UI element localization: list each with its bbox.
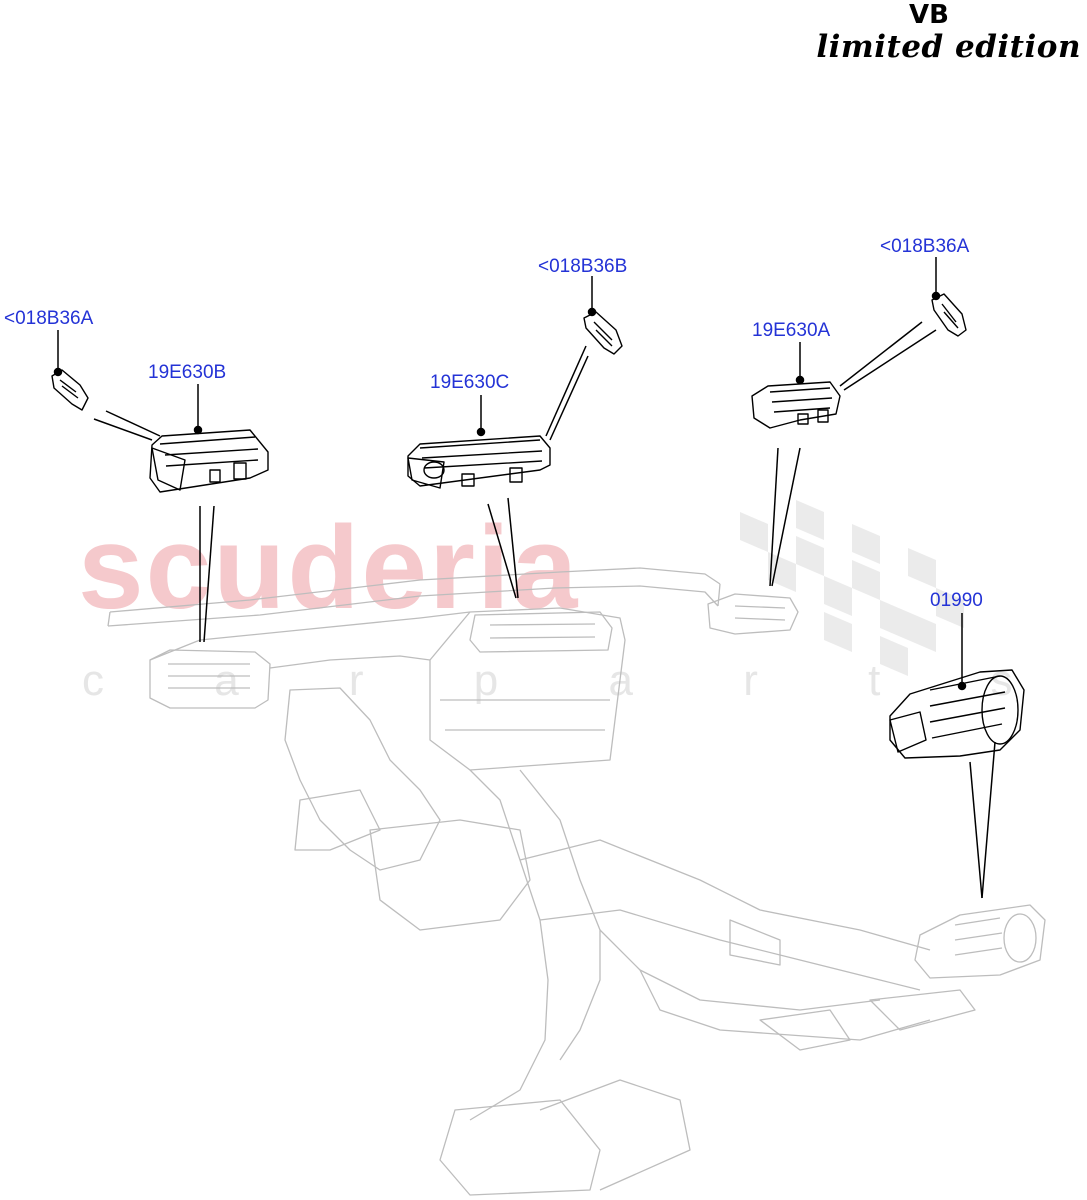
callout-clip-right[interactable]: <018B36A: [880, 236, 970, 257]
vent-right-part: [751, 381, 841, 429]
vent-center-part: [407, 435, 551, 489]
clip-right-part: [931, 293, 967, 337]
edition-header: VB limited edition: [816, 0, 1081, 64]
clip-center-part: [583, 311, 623, 355]
watermark-tagline: c a r p a r t s: [82, 656, 1062, 705]
callout-clip-left[interactable]: <018B36A: [4, 308, 94, 329]
callout-vent-center[interactable]: 19E630C: [430, 372, 510, 393]
callout-clip-center[interactable]: <018B36B: [538, 256, 628, 277]
edition-label: limited edition: [816, 29, 1081, 65]
rear-vent-part: [889, 669, 1025, 759]
model-code: VB: [909, 0, 949, 30]
callout-rear-vent[interactable]: 01990: [930, 590, 983, 611]
clip-left-part: [51, 369, 89, 411]
callout-vent-right[interactable]: 19E630A: [752, 320, 831, 341]
watermark-brand: scuderia: [78, 502, 580, 634]
vent-left-part: [149, 429, 269, 493]
callout-vent-left[interactable]: 19E630B: [148, 362, 227, 383]
